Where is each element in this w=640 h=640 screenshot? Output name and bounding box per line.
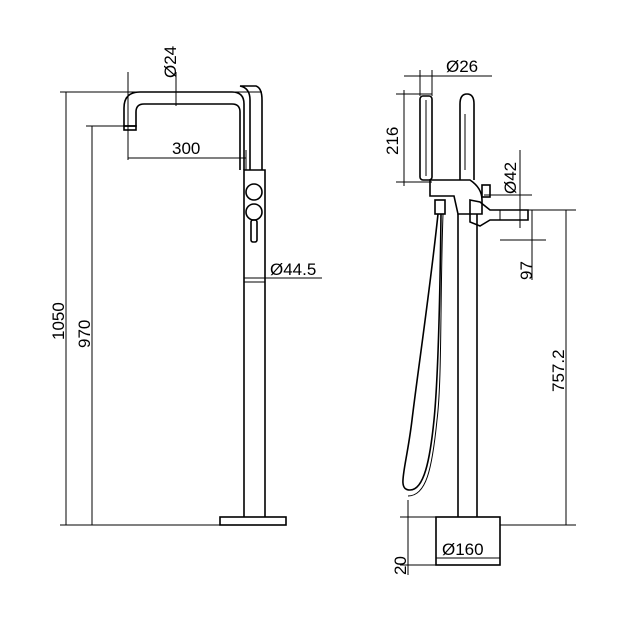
dim-column-diameter: Ø44.5 — [270, 260, 316, 279]
front-spout-aerator — [123, 125, 137, 131]
dim-handshower-length: 216 — [383, 127, 402, 155]
side-riser — [459, 93, 475, 180]
front-handle-knob-bottom — [245, 203, 263, 221]
side-hose-connector — [434, 199, 446, 215]
side-mixer-body — [429, 179, 483, 215]
dim-base-thickness: 20 — [391, 556, 410, 575]
front-mixer-body — [243, 169, 266, 282]
dim-handshower-diameter: Ø26 — [446, 57, 478, 76]
dim-spout-reach: 300 — [172, 139, 200, 158]
front-handle-knob-top — [245, 183, 263, 201]
side-handshower — [419, 95, 433, 181]
front-base-plate — [219, 516, 287, 526]
dim-handle-height: 757.2 — [549, 349, 568, 392]
front-spout-outer — [239, 85, 263, 170]
side-view — [402, 93, 529, 566]
front-lever — [250, 219, 258, 243]
front-dimensions: Ø24 300 1050 970 Ø44.5 — [49, 46, 322, 526]
side-handle-lever — [469, 199, 529, 227]
dim-base-diameter: Ø160 — [442, 540, 484, 559]
side-base-plate — [435, 516, 501, 566]
front-view — [123, 85, 287, 526]
dim-spout-height: 970 — [75, 320, 94, 348]
dim-total-height: 1050 — [49, 302, 68, 340]
side-dimensions: Ø26 216 Ø42 97 757.2 20 Ø160 — [383, 57, 576, 575]
side-hose-inner — [407, 213, 444, 497]
dim-spout-diameter: Ø24 — [161, 46, 180, 78]
side-diverter-knob — [481, 184, 491, 198]
dim-handle-offset: 97 — [517, 261, 536, 280]
side-hose — [402, 213, 442, 491]
dim-body-diameter: Ø42 — [501, 162, 520, 194]
